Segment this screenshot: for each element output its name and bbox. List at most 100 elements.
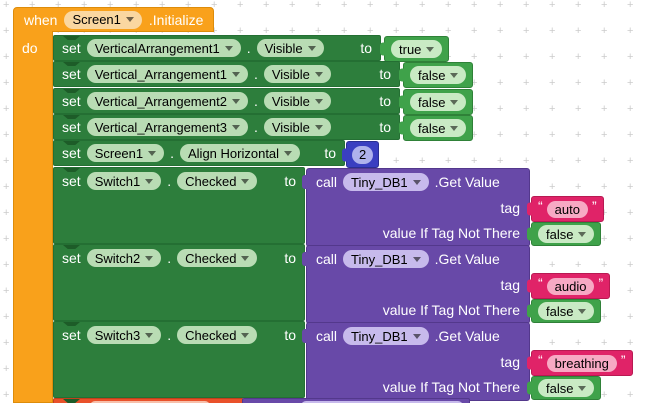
property-dropdown[interactable]: Checked xyxy=(177,326,258,344)
boolean-true-block[interactable]: true xyxy=(380,36,450,62)
set-block-switch3[interactable]: set Switch3 . Checked to call Tiny_DB1 .… xyxy=(53,321,633,401)
chevron-down-icon xyxy=(450,99,459,105)
property-dropdown[interactable]: Visible xyxy=(263,92,331,110)
chevron-down-icon xyxy=(578,308,587,314)
boolean-false-block[interactable]: false xyxy=(399,115,474,141)
text-string-field[interactable]: breathing xyxy=(546,354,617,372)
boolean-dropdown[interactable]: true xyxy=(391,40,443,58)
chevron-down-icon xyxy=(412,256,421,262)
plug-connector xyxy=(527,202,533,216)
tinydb-dropdown[interactable]: Tiny_DB1 xyxy=(343,250,429,268)
component-dropdown[interactable]: VerticalArrangement1 xyxy=(86,39,241,57)
chevron-down-icon xyxy=(314,71,323,77)
do-label: do xyxy=(22,40,38,56)
property-dropdown[interactable]: Align Horizontal xyxy=(180,144,301,162)
to-label: to xyxy=(360,40,372,56)
chevron-down-icon xyxy=(148,150,157,156)
property-dropdown-value: Align Horizontal xyxy=(188,145,280,161)
boolean-dropdown[interactable]: false xyxy=(538,302,595,320)
when-do-spine[interactable]: do xyxy=(13,31,53,403)
property-dropdown-value: Checked xyxy=(185,173,237,189)
boolean-false-block[interactable]: false xyxy=(527,376,602,400)
boolean-value: false xyxy=(546,303,574,319)
number-block[interactable]: 2 xyxy=(342,141,380,168)
set-keyword: set xyxy=(62,173,81,189)
tinydb-getvalue-call-block[interactable]: call Tiny_DB1 .Get Value tag value If Ta… xyxy=(302,168,604,247)
tinydb-getvalue-call-block[interactable]: call Tiny_DB1 .Get Value tag value If Ta… xyxy=(302,245,611,324)
component-dropdown-value: Vertical_Arrangement1 xyxy=(94,66,227,82)
text-string-field[interactable]: auto xyxy=(546,200,588,218)
purple-block-partial[interactable] xyxy=(242,398,470,403)
component-dropdown[interactable]: Switch2 xyxy=(86,249,162,267)
boolean-dropdown[interactable]: false xyxy=(410,66,467,84)
set-block-vertical-arrangement3[interactable]: set Vertical_Arrangement3 . Visible to f… xyxy=(53,114,474,141)
chevron-down-icon xyxy=(578,385,587,391)
set-block-vertical-arrangement2[interactable]: set Vertical_Arrangement2 . Visible to f… xyxy=(53,88,474,115)
boolean-false-block[interactable]: false xyxy=(527,299,602,323)
block-notch xyxy=(63,322,80,326)
component-dropdown[interactable]: Vertical_Arrangement3 xyxy=(86,118,248,136)
block-notch xyxy=(63,168,80,172)
to-label: to xyxy=(379,119,391,135)
tinydb-dropdown[interactable]: Tiny_DB1 xyxy=(343,173,429,191)
property-dropdown[interactable]: Visible xyxy=(256,39,324,57)
close-quote: ” xyxy=(598,275,604,291)
set-block-switch2[interactable]: set Switch2 . Checked to call Tiny_DB1 .… xyxy=(53,244,611,324)
component-dropdown[interactable]: Switch3 xyxy=(86,326,162,344)
component-dropdown[interactable]: Vertical_Arrangement1 xyxy=(86,65,248,83)
boolean-false-block[interactable]: false xyxy=(399,62,474,88)
close-quote: ” xyxy=(620,352,626,368)
text-string-field[interactable]: audio xyxy=(546,277,595,295)
boolean-dropdown[interactable]: false xyxy=(538,379,595,397)
boolean-false-block[interactable]: false xyxy=(527,222,602,246)
property-dropdown[interactable]: Checked xyxy=(177,172,258,190)
text-string-block[interactable]: “ audio ” xyxy=(527,273,611,299)
set-block-align-horizontal[interactable]: set Screen1 . Align Horizontal to 2 xyxy=(53,140,380,168)
block-notch xyxy=(63,245,80,249)
dot-separator: . xyxy=(253,93,258,109)
component-dropdown-value: Vertical_Arrangement3 xyxy=(94,119,227,135)
boolean-value: false xyxy=(418,120,446,136)
component-dropdown[interactable]: Screen1 xyxy=(86,144,165,162)
block-notch xyxy=(63,62,80,66)
property-dropdown[interactable]: Checked xyxy=(177,249,258,267)
chevron-down-icon xyxy=(426,46,435,52)
when-event-block[interactable]: when Screen1 .Initialize xyxy=(13,7,215,32)
tinydb-dropdown-value: Tiny_DB1 xyxy=(351,328,408,344)
property-dropdown-value: Checked xyxy=(185,250,237,266)
close-quote: ” xyxy=(591,198,597,214)
set-block-vertical-arrangement1[interactable]: set Vertical_Arrangement1 . Visible to f… xyxy=(53,61,474,88)
boolean-dropdown[interactable]: false xyxy=(410,93,467,111)
number-field[interactable]: 2 xyxy=(352,145,374,164)
boolean-dropdown[interactable]: false xyxy=(538,225,595,243)
set-block-verticalarrangement1[interactable]: set VerticalArrangement1 . Visible to tr… xyxy=(53,35,450,62)
property-dropdown[interactable]: Visible xyxy=(263,118,331,136)
tinydb-dropdown[interactable]: Tiny_DB1 xyxy=(343,327,429,345)
open-quote: “ xyxy=(538,198,543,214)
chevron-down-icon xyxy=(307,45,316,51)
chevron-down-icon xyxy=(314,98,323,104)
chevron-down-icon xyxy=(125,17,134,22)
boolean-dropdown[interactable]: false xyxy=(410,119,467,137)
red-block-partial[interactable] xyxy=(53,398,244,403)
plug-connector xyxy=(399,68,405,82)
tag-param-label: tag xyxy=(500,353,520,370)
set-block-switch1[interactable]: set Switch1 . Checked to call Tiny_DB1 .… xyxy=(53,167,604,247)
text-string-block[interactable]: “ breathing ” xyxy=(527,350,633,376)
component-dropdown[interactable]: Switch1 xyxy=(86,172,162,190)
text-string-block[interactable]: “ auto ” xyxy=(527,196,604,222)
tinydb-getvalue-call-block[interactable]: call Tiny_DB1 .Get Value tag value If Ta… xyxy=(302,322,633,401)
set-keyword: set xyxy=(62,145,81,161)
block-notch xyxy=(63,89,80,93)
call-keyword: call xyxy=(316,251,338,267)
boolean-false-block[interactable]: false xyxy=(399,89,474,115)
plug-connector xyxy=(302,175,308,189)
chevron-down-icon xyxy=(145,178,154,184)
red-block-field xyxy=(90,401,210,403)
property-dropdown[interactable]: Visible xyxy=(263,65,331,83)
to-label: to xyxy=(379,66,391,82)
screen-component-dropdown[interactable]: Screen1 xyxy=(64,10,142,29)
property-dropdown-value: Visible xyxy=(271,93,310,109)
component-dropdown[interactable]: Vertical_Arrangement2 xyxy=(86,92,248,110)
